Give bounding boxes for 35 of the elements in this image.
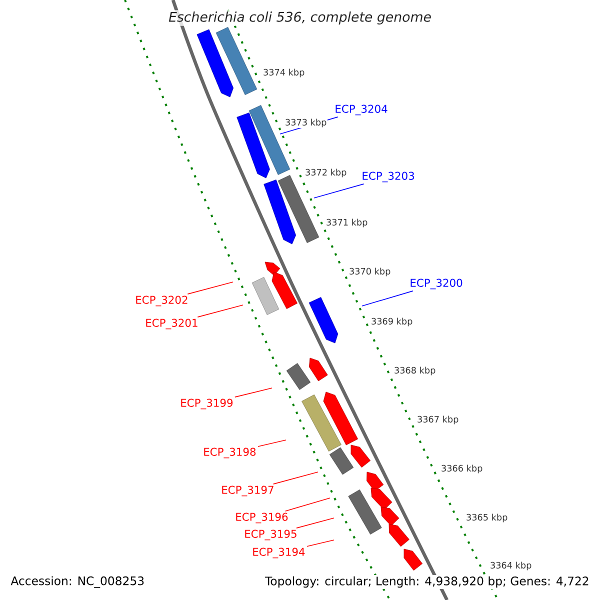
leader-line (362, 290, 414, 306)
leader-line (187, 282, 234, 295)
scale-label: 3369 kbp (370, 317, 414, 327)
scale-label: 3366 kbp (440, 464, 484, 474)
leader-line (284, 498, 330, 512)
leader-line (296, 518, 334, 529)
gene-label: ECP_3195 (245, 530, 296, 540)
gene-label: ECP_3194 (253, 548, 305, 558)
gene-label: ECP_3202 (136, 296, 188, 306)
map-title: Escherichia coli 536, complete genome (167, 10, 433, 26)
scale-label: 3370 kbp (348, 267, 392, 277)
gene-label: ECP_3199 (181, 398, 233, 410)
leader-line (272, 472, 318, 485)
gene-label: ECP_3200 (410, 278, 462, 290)
gene-label: ECP_3197 (222, 486, 274, 496)
gene-label: ECP_3196 (236, 512, 288, 524)
gene-label: ECP_3204 (336, 104, 388, 116)
leader-line (234, 388, 272, 398)
leader-line (314, 184, 364, 198)
genome-info-text: Topology: circular; Length: 4,938,920 bp; Genes: 4,722 (264, 574, 591, 590)
scale-label: 3364 kbp (489, 561, 532, 571)
scale-label: 3367 kbp (416, 415, 460, 425)
leader-line (306, 540, 334, 547)
scale-label: 3372 kbp (304, 168, 348, 178)
leader-line (258, 440, 286, 447)
leader-line (197, 304, 244, 318)
gene-label: ECP_3198 (204, 448, 256, 458)
gene-label: ECP_3203 (362, 172, 414, 182)
scale-label: 3374 kbp (262, 68, 306, 78)
scale-label: 3368 kbp (393, 366, 436, 376)
gene-label: ECP_3201 (146, 318, 198, 330)
accession-text: Accession: NC_008253 (9, 574, 146, 590)
scale-label: 3365 kbp (465, 513, 508, 523)
scale-label: 3373 kbp (284, 118, 328, 128)
scale-label: 3371 kbp (325, 218, 368, 228)
